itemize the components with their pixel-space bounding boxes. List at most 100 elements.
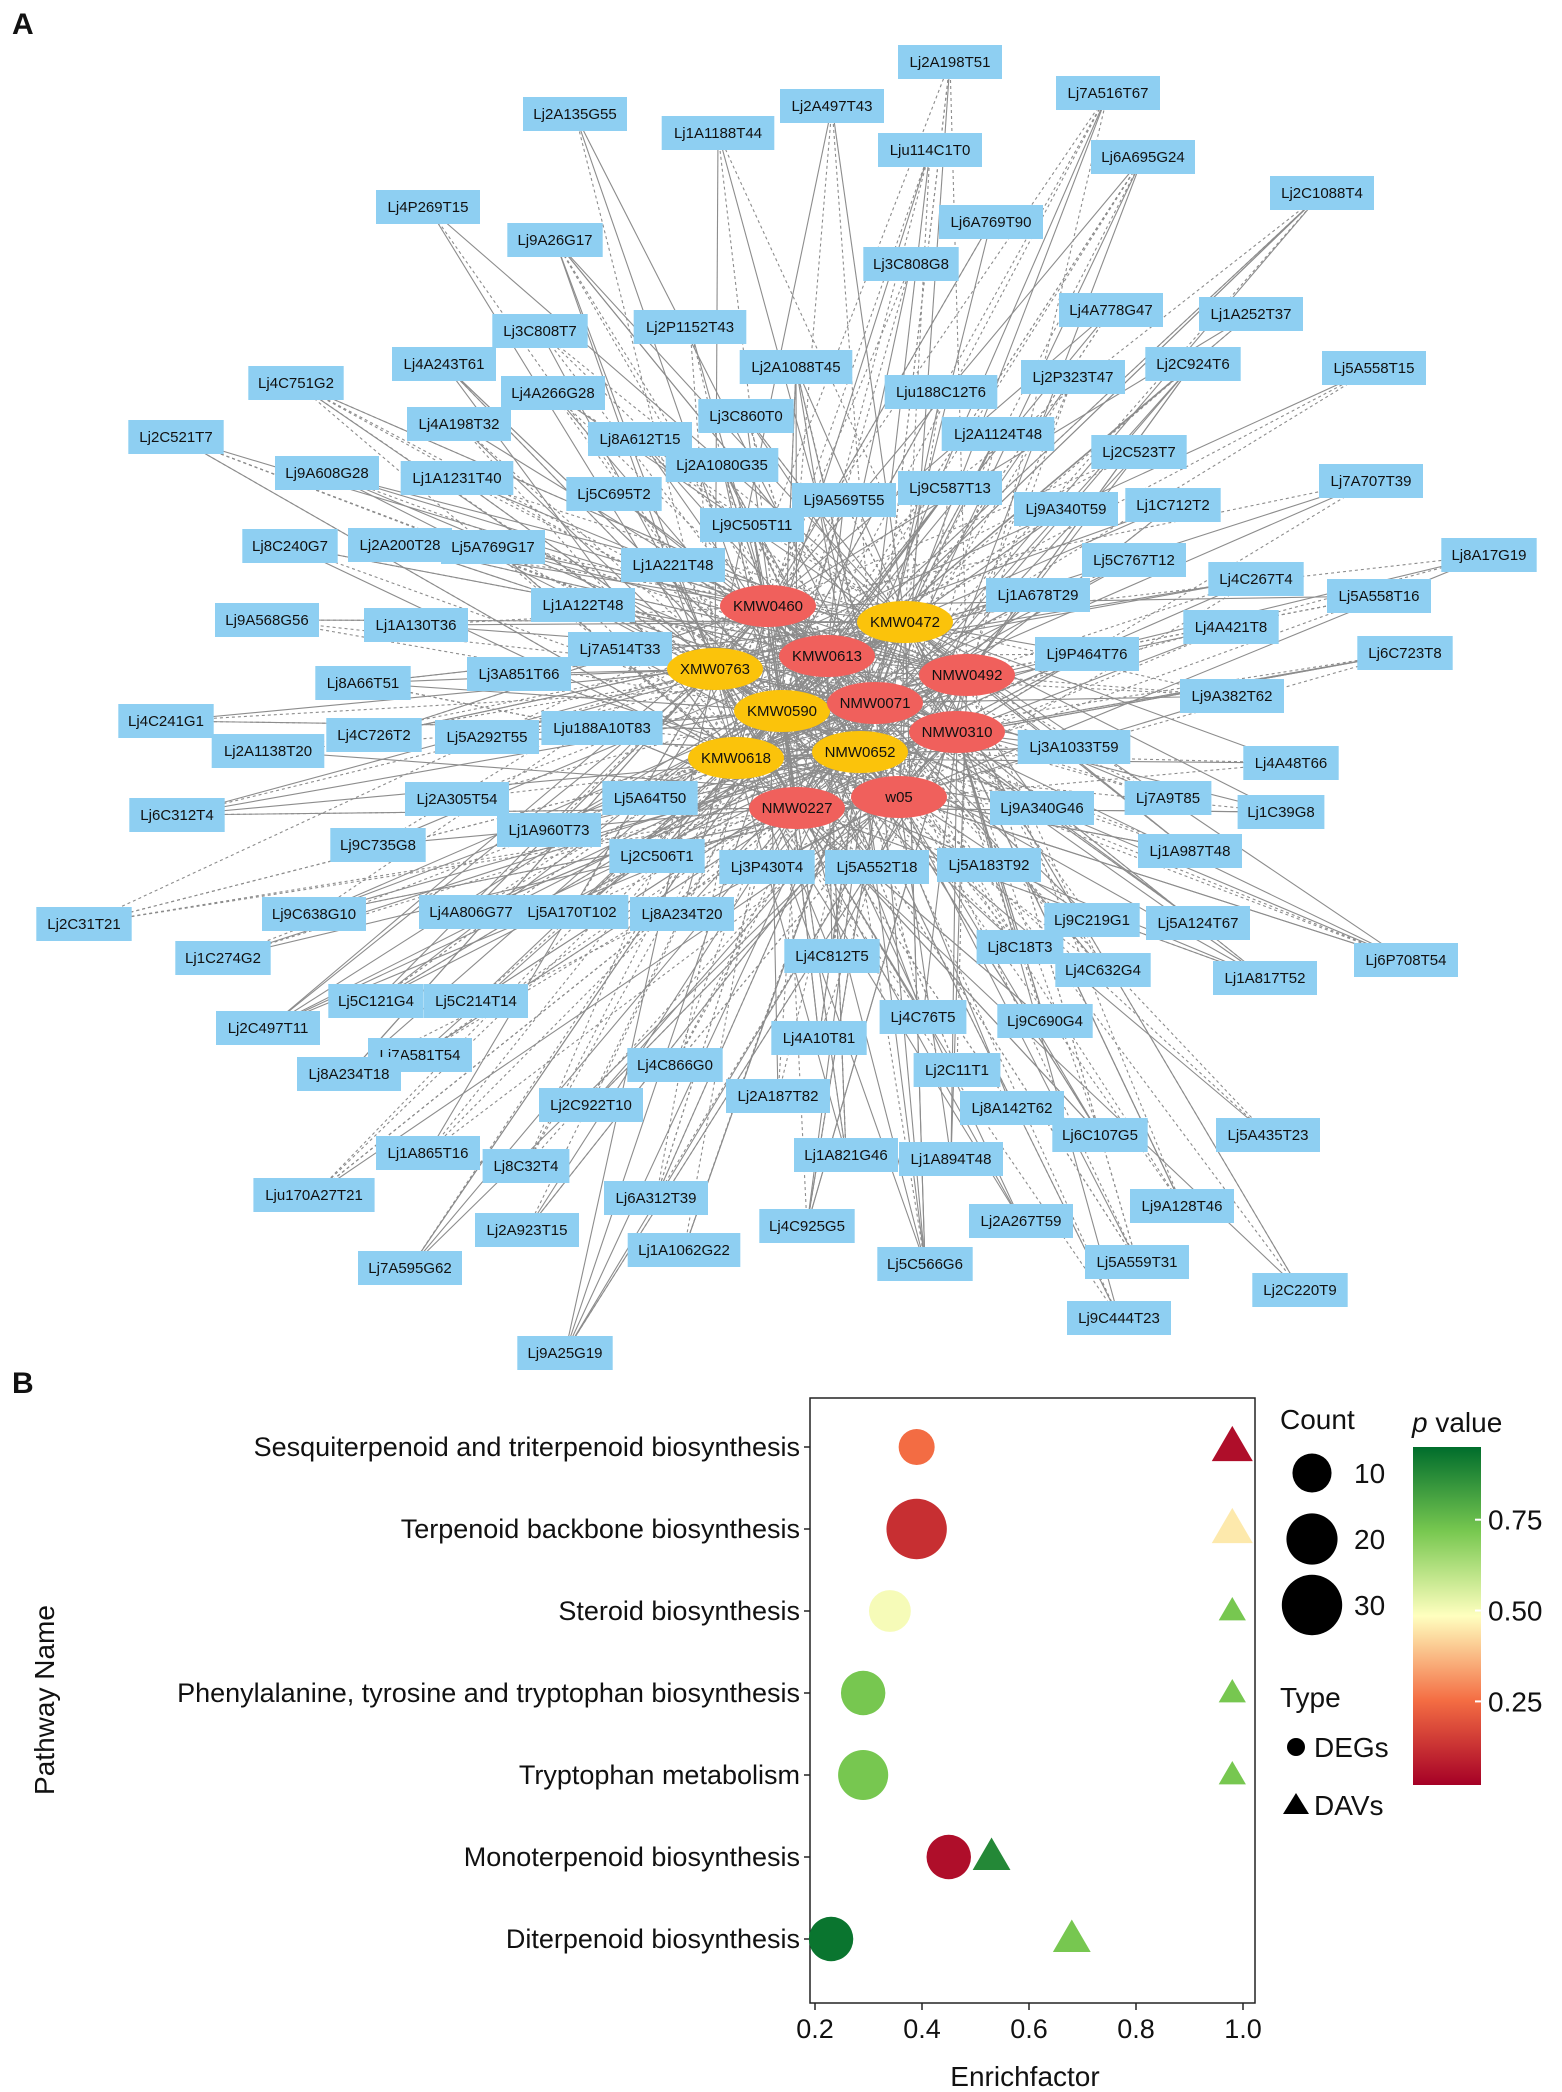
gene-node-box bbox=[566, 477, 662, 511]
network-edge bbox=[419, 621, 906, 1056]
degs-point bbox=[838, 1749, 889, 1801]
gene-node: Lj4A198T32 bbox=[407, 407, 511, 441]
gene-node-label: Lj1A817T52 bbox=[1225, 970, 1306, 987]
network-edge bbox=[826, 508, 1067, 657]
gene-node: Lj2A923T15 bbox=[475, 1213, 579, 1247]
x-tick-label: 0.2 bbox=[796, 2014, 834, 2044]
metabolite-node-label: KMW0613 bbox=[792, 648, 862, 665]
metabolite-node-ellipse bbox=[851, 776, 947, 818]
gene-node: Lj1C712T2 bbox=[1125, 488, 1221, 522]
network-edge bbox=[564, 710, 783, 1354]
gene-node-box bbox=[700, 508, 804, 542]
gene-node-box bbox=[941, 417, 1055, 451]
gene-node: Lj2A1138T20 bbox=[211, 734, 325, 768]
gene-node: Lj9C638G10 bbox=[262, 897, 366, 931]
gene-node-box bbox=[1124, 781, 1212, 815]
type-legend-label: DEGs bbox=[1314, 1732, 1389, 1763]
gene-node-box bbox=[211, 734, 325, 768]
gene-node-label: Lj4C241G1 bbox=[128, 713, 204, 730]
gene-node-label: Lj9A608G28 bbox=[285, 465, 368, 482]
gene-node-label: Lj5A183T92 bbox=[949, 857, 1030, 874]
network-edge bbox=[831, 105, 906, 623]
network-edge bbox=[655, 702, 876, 1199]
degs-point bbox=[868, 1590, 911, 1632]
gene-node-box bbox=[129, 798, 225, 832]
gene-node-label: Lj8C240G7 bbox=[252, 538, 328, 555]
network-edge bbox=[826, 578, 1257, 657]
gene-node-box bbox=[441, 530, 545, 564]
metabolite-node-ellipse bbox=[909, 711, 1005, 753]
enrichment-bubble-chart: Sesquiterpenoid and triterpenoid biosynt… bbox=[29, 1397, 1262, 2092]
gene-node-box bbox=[1441, 538, 1537, 572]
gene-node-label: Lj7A514T33 bbox=[580, 641, 661, 658]
gene-node-label: Lj6C312T4 bbox=[140, 807, 213, 824]
gene-node-box bbox=[825, 850, 929, 884]
gene-node-label: Lj5C695T2 bbox=[577, 486, 650, 503]
gene-node-box bbox=[784, 939, 880, 973]
gene-node-label: Lj1A865T16 bbox=[388, 1145, 469, 1162]
gene-node-label: Lj2P1152T43 bbox=[646, 319, 734, 336]
network-edge bbox=[767, 263, 912, 607]
gene-node-box bbox=[175, 941, 271, 975]
gene-node-box bbox=[326, 718, 422, 752]
gene-node-box bbox=[275, 456, 379, 490]
metabolite-node: NMW0652 bbox=[812, 731, 908, 773]
network-edge bbox=[781, 487, 951, 712]
network-edge bbox=[714, 105, 833, 670]
gene-node-label: Lj2A305T54 bbox=[417, 791, 498, 808]
gene-node-label: Lj5C566G6 bbox=[887, 1256, 963, 1273]
gene-node: Lj1A130T36 bbox=[364, 608, 468, 642]
gene-node: Lju114C1T0 bbox=[878, 133, 982, 167]
type-legend-circle bbox=[1287, 1738, 1305, 1756]
category-label: Monoterpenoid biosynthesis bbox=[464, 1842, 800, 1872]
network-edge bbox=[966, 674, 1191, 852]
gene-node: Lj8A612T15 bbox=[588, 422, 692, 456]
gene-node-box bbox=[419, 895, 523, 929]
network-edge bbox=[714, 668, 1269, 1136]
gene-node-box bbox=[348, 528, 452, 562]
network-edge bbox=[966, 578, 1257, 676]
gene-node: Lj5C214T14 bbox=[424, 984, 528, 1018]
gene-node: Lj8A66T51 bbox=[315, 666, 411, 700]
gene-node-label: Lj4C751G2 bbox=[258, 375, 334, 392]
gene-node: Lj3C808T7 bbox=[492, 314, 588, 348]
gene-node-label: Lj1A1062G22 bbox=[638, 1242, 730, 1259]
gene-node: Lj1C274G2 bbox=[175, 941, 271, 975]
network-edge bbox=[956, 731, 1101, 1136]
gene-node-label: Lj9P464T76 bbox=[1047, 646, 1128, 663]
gene-node: Lj8A234T20 bbox=[630, 897, 734, 931]
davs-point bbox=[1218, 1760, 1246, 1785]
gene-node-label: Lj2C521T7 bbox=[139, 429, 212, 446]
metabolite-node: KMW0590 bbox=[734, 690, 830, 732]
gene-node-box bbox=[248, 366, 344, 400]
gene-node-label: Lj6A769T90 bbox=[951, 214, 1032, 231]
category-label: Sesquiterpenoid and triterpenoid biosynt… bbox=[254, 1432, 800, 1462]
gene-node-label: Lj9A569T55 bbox=[804, 492, 885, 509]
gene-node-box bbox=[976, 930, 1064, 964]
gene-node: Lj1A865T16 bbox=[376, 1136, 480, 1170]
network-edge bbox=[456, 477, 769, 607]
gene-node: Lj5A558T16 bbox=[1327, 579, 1431, 613]
gene-node-label: Lj4C812T5 bbox=[795, 948, 868, 965]
network-edge bbox=[904, 309, 1112, 623]
gene-node-box bbox=[739, 350, 853, 384]
gene-node-box bbox=[297, 1057, 401, 1091]
gene-node-box bbox=[358, 1251, 462, 1285]
gene-node-label: Lj8A17G19 bbox=[1451, 547, 1526, 564]
metabolite-node: KMW0460 bbox=[720, 585, 816, 627]
gene-node: Lj4C241G1 bbox=[118, 704, 214, 738]
gene-node: Lj9A128T46 bbox=[1130, 1189, 1234, 1223]
x-tick-label: 0.6 bbox=[1010, 2014, 1048, 2044]
network-edge bbox=[399, 544, 968, 676]
metabolite-node-ellipse bbox=[720, 585, 816, 627]
gene-node-box bbox=[515, 895, 629, 929]
metabolite-node: NMW0071 bbox=[827, 682, 923, 724]
gene-node-label: Lj4C267T4 bbox=[1219, 571, 1292, 588]
metabolite-node-label: w05 bbox=[884, 789, 913, 806]
gene-node-label: Lj2A1080G35 bbox=[676, 457, 768, 474]
gene-node: Lj2C220T9 bbox=[1252, 1273, 1348, 1307]
gene-node-label: Lj2A198T51 bbox=[910, 54, 991, 71]
network-edge bbox=[492, 546, 906, 623]
gene-node: Lj8A17G19 bbox=[1441, 538, 1537, 572]
